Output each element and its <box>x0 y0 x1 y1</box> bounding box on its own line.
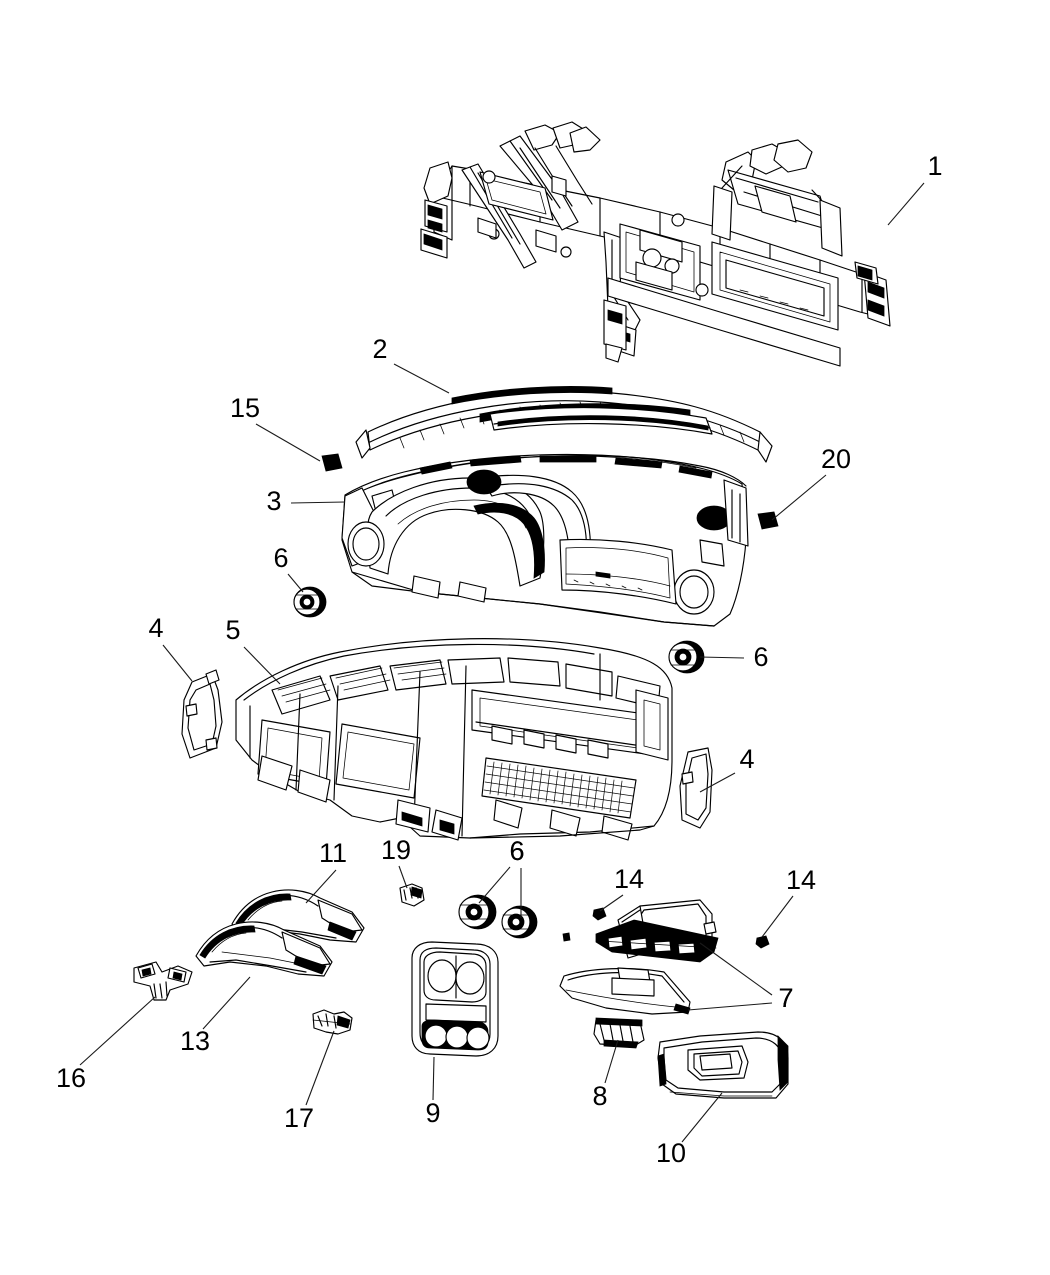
callout-number-20: 20 <box>821 444 851 474</box>
callout-7: 7 <box>687 983 794 1013</box>
part-4-end-cap-right <box>679 747 713 829</box>
part-20-push-pin-retainer <box>757 511 779 530</box>
leader-line-7 <box>699 942 773 996</box>
callout-1: 1 <box>887 151 943 226</box>
callout-5: 5 <box>225 615 281 685</box>
callout-8: 8 <box>592 1039 619 1111</box>
leader-line-14 <box>761 895 794 938</box>
callout-number-19: 19 <box>381 835 411 865</box>
leader-line-4 <box>162 644 193 682</box>
leader-line-17 <box>305 1030 335 1106</box>
part-7-glove-box-bin <box>559 899 719 1015</box>
leader-line-4 <box>699 772 736 793</box>
callout-14: 14 <box>761 865 816 938</box>
part-3-instrument-panel-assembly <box>341 453 749 627</box>
leader-line-7 <box>687 1002 773 1011</box>
callout-6: 6 <box>699 642 769 672</box>
callout-number-16: 16 <box>56 1063 86 1093</box>
callout-number-2: 2 <box>372 334 387 364</box>
callout-10: 10 <box>656 1092 723 1168</box>
callout-4: 4 <box>699 744 755 793</box>
callout-number-4: 4 <box>148 613 163 643</box>
leader-line-20 <box>771 474 827 521</box>
leader-line-15 <box>255 423 321 462</box>
part-14-screw-right <box>755 935 770 949</box>
callout-16: 16 <box>56 996 156 1093</box>
callout-number-13: 13 <box>180 1026 210 1056</box>
leader-line-6 <box>699 656 745 659</box>
leader-line-6 <box>287 573 304 593</box>
callout-20: 20 <box>771 444 851 521</box>
callout-2: 2 <box>372 334 450 394</box>
callout-number-14: 14 <box>786 865 816 895</box>
callout-number-3: 3 <box>266 486 281 516</box>
part-6-speaker-cap-left <box>293 586 327 618</box>
callout-number-11: 11 <box>319 838 347 868</box>
callout-number-6: 6 <box>273 543 288 573</box>
part-16-mounting-clip-bracket <box>133 961 193 1001</box>
part-14-screw-extra <box>562 932 571 942</box>
part-6-speaker-cap-right <box>668 640 705 674</box>
callout-number-6: 6 <box>509 836 524 866</box>
leader-line-13 <box>202 976 251 1030</box>
callout-number-7: 7 <box>778 983 793 1013</box>
part-2-top-cover-pad <box>355 386 773 463</box>
callout-number-10: 10 <box>656 1138 686 1168</box>
part-6-speaker-cap-b <box>501 905 538 939</box>
callout-4: 4 <box>148 613 193 682</box>
callout-number-14: 14 <box>614 864 644 894</box>
callout-15: 15 <box>230 393 321 462</box>
leader-line-16 <box>79 996 156 1066</box>
leader-line-6 <box>478 866 511 904</box>
callout-11: 11 <box>305 838 347 904</box>
callout-number-8: 8 <box>592 1081 607 1111</box>
callout-13: 13 <box>180 976 251 1056</box>
callout-6: 6 <box>273 543 304 593</box>
callout-number-17: 17 <box>284 1103 314 1133</box>
callout-3: 3 <box>266 486 346 516</box>
part-8-latch-striker <box>593 1017 645 1049</box>
part-9-center-bezel-outlet <box>411 941 499 1057</box>
callout-number-6: 6 <box>509 836 524 866</box>
callout-number-7: 7 <box>778 983 793 1013</box>
callout-number-9: 9 <box>425 1098 440 1128</box>
callout-19: 19 <box>381 835 411 889</box>
callout-number-6: 6 <box>753 642 768 672</box>
callout-number-15: 15 <box>230 393 260 423</box>
leader-line-1 <box>887 182 925 226</box>
leader-line-19 <box>398 865 408 889</box>
callout-6: 6 <box>478 836 525 904</box>
leader-line-3 <box>290 501 346 504</box>
callout-number-1: 1 <box>927 151 942 181</box>
callout-9: 9 <box>425 1056 441 1128</box>
part-13-lower-knee-bolster-trim <box>195 921 333 977</box>
part-4-end-cap-left <box>181 669 223 759</box>
callout-14: 14 <box>599 864 644 912</box>
callout-17: 17 <box>284 1030 335 1133</box>
leader-line-2 <box>393 363 450 394</box>
leader-line-5 <box>243 646 281 685</box>
leader-line-8 <box>604 1039 619 1084</box>
part-6-speaker-cap-a <box>458 894 497 930</box>
callout-number-4: 4 <box>739 744 754 774</box>
leader-line-10 <box>681 1092 723 1143</box>
leader-line-9 <box>432 1056 435 1101</box>
callout-number-5: 5 <box>225 615 240 645</box>
part-19-small-clip <box>399 883 425 907</box>
part-5-instrument-panel-base <box>235 638 673 841</box>
part-1-support-beam <box>420 121 891 367</box>
callout-6: 6 <box>509 836 525 918</box>
leader-line-11 <box>305 869 337 904</box>
part-15-push-pin-retainer <box>321 453 343 472</box>
part-10-lower-trim-panel <box>657 1031 789 1099</box>
part-17-retainer-clip <box>312 1009 353 1035</box>
callout-7: 7 <box>699 942 794 1013</box>
part-14-screw-left <box>592 907 607 921</box>
leader-line-14 <box>599 894 624 912</box>
